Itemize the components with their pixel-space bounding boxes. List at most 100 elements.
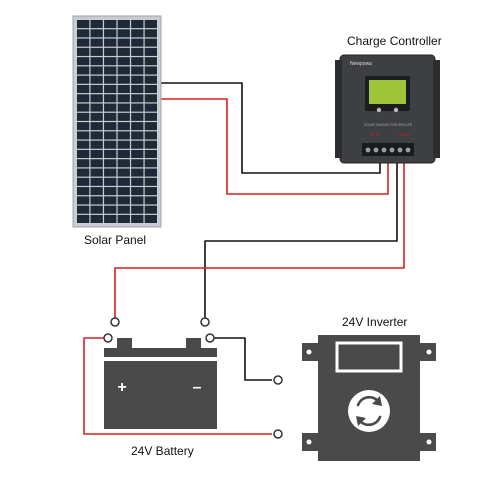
solar-cell: [104, 29, 117, 38]
solar-cell: [144, 205, 157, 214]
controller-button-left: [376, 107, 382, 113]
solar-panel-frame: [72, 15, 162, 228]
solar-cell: [131, 122, 144, 131]
solar-cell: [77, 94, 90, 103]
solar-cell: [77, 196, 90, 205]
solar-cell: [131, 94, 144, 103]
solar-cell: [144, 196, 157, 205]
solar-cell: [144, 20, 157, 29]
solar-cell: [104, 112, 117, 121]
solar-cell: [144, 103, 157, 112]
inverter-mount-hole: [306, 349, 312, 355]
panel-positive-wire: [160, 98, 389, 195]
solar-cell: [77, 159, 90, 168]
controller-right-tag: 12/24V: [398, 133, 411, 137]
panel-negative-wire: [160, 82, 381, 174]
solar-cell: [77, 177, 90, 186]
solar-cell: [131, 103, 144, 112]
solar-cell: [104, 103, 117, 112]
solar-cell: [77, 149, 90, 159]
solar-cell: [90, 84, 103, 94]
solar-cell: [90, 47, 103, 56]
solar-cell: [90, 140, 103, 149]
solar-cell: [144, 29, 157, 38]
solar-cell: [90, 38, 103, 47]
solar-cell: [144, 122, 157, 131]
solar-cell: [144, 112, 157, 121]
solar-cell: [117, 122, 130, 131]
solar-cell: [131, 205, 144, 214]
solar-cell: [77, 84, 90, 94]
solar-cell: [104, 66, 117, 75]
solar-cell: [77, 29, 90, 38]
ring-terminal-battery-positive-lead: [103, 333, 113, 343]
solar-cell: [117, 112, 130, 121]
solar-cell: [77, 66, 90, 75]
inverter-label: 24V Inverter: [342, 315, 408, 329]
controller-battery-negative-wire: [204, 158, 398, 318]
solar-cell: [90, 131, 103, 140]
solar-cell: [131, 187, 144, 196]
terminal-screw: [365, 147, 371, 153]
solar-cell: [104, 187, 117, 196]
solar-cell: [144, 168, 157, 177]
solar-cell: [144, 131, 157, 140]
solar-cell: [131, 131, 144, 140]
solar-cell: [104, 149, 117, 159]
solar-cell: [117, 57, 130, 66]
charge-controller-label: Charge Controller: [347, 34, 442, 48]
solar-cell: [117, 140, 130, 149]
solar-cell: [117, 187, 130, 196]
controller-button-right: [393, 107, 399, 113]
inverter: [302, 335, 436, 461]
inverter-mount-hole: [306, 439, 312, 445]
solar-cell: [104, 38, 117, 47]
solar-cell: [144, 187, 157, 196]
solar-cell: [104, 122, 117, 131]
solar-cell: [117, 66, 130, 75]
solar-cell: [77, 47, 90, 56]
battery-label: 24V Battery: [131, 444, 194, 458]
solar-cell: [117, 38, 130, 47]
ring-terminal-battery-negative: [200, 317, 210, 327]
solar-cell: [131, 84, 144, 94]
charge-controller: Newpowa SOLAR CHARGE CONTROLLER MPPT 12/…: [335, 54, 440, 164]
solar-cell: [104, 214, 117, 223]
solar-cell: [131, 75, 144, 84]
solar-cell: [77, 168, 90, 177]
solar-cell: [117, 177, 130, 186]
solar-cell: [117, 94, 130, 103]
solar-cell: [131, 38, 144, 47]
solar-cell: [90, 66, 103, 75]
battery-negative-symbol: –: [193, 379, 202, 396]
solar-cell: [131, 47, 144, 56]
solar-cell: [77, 205, 90, 214]
ring-terminal-battery-positive: [110, 317, 120, 327]
solar-cell: [90, 29, 103, 38]
solar-cell: [131, 168, 144, 177]
solar-cell: [144, 84, 157, 94]
inverter-mount-hole: [426, 439, 432, 445]
battery-lid: [104, 348, 217, 357]
battery: + –: [104, 338, 217, 429]
terminal-screw: [389, 147, 395, 153]
solar-cell: [104, 140, 117, 149]
ring-terminal-battery-negative-lead: [205, 333, 215, 343]
ring-terminal-inverter-positive: [273, 429, 283, 439]
solar-cell: [77, 214, 90, 223]
solar-cell: [77, 38, 90, 47]
solar-cell: [90, 177, 103, 186]
solar-cell: [104, 57, 117, 66]
inverter-display: [335, 341, 403, 373]
solar-cell: [131, 29, 144, 38]
battery-positive-post: [117, 338, 132, 348]
solar-cell: [144, 140, 157, 149]
solar-cell: [77, 57, 90, 66]
solar-cell: [90, 75, 103, 84]
solar-cell: [131, 214, 144, 223]
solar-cell: [144, 214, 157, 223]
controller-lcd-screen: [369, 80, 406, 104]
solar-cell: [131, 149, 144, 159]
solar-cell: [90, 214, 103, 223]
